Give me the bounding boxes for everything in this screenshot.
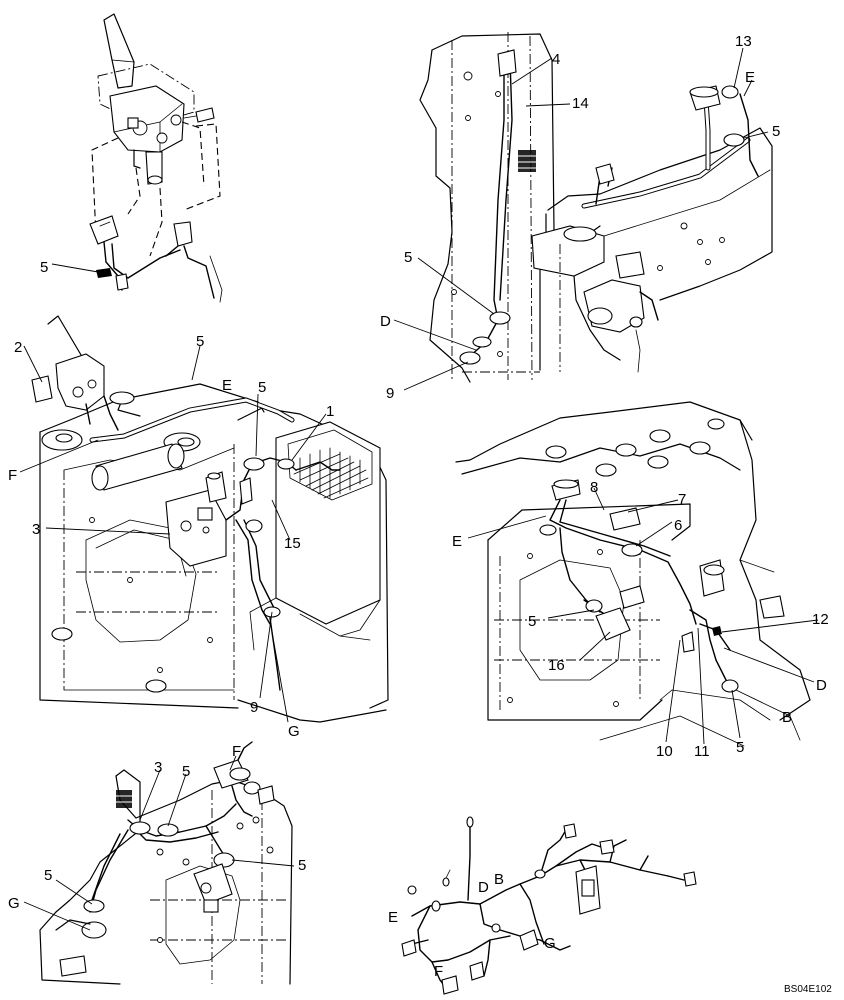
callout-5: 5 — [196, 333, 204, 350]
callout-B: B — [782, 709, 792, 726]
view-lower-frame — [39, 741, 293, 985]
callout-F: F — [434, 963, 443, 980]
callout-5: 5 — [44, 867, 52, 884]
callout-11: 11 — [694, 743, 710, 760]
callout-E: E — [222, 377, 232, 394]
drawing-reference: BS04E102 — [784, 984, 832, 995]
callout-leaders — [19, 47, 819, 931]
callout-E: E — [388, 909, 398, 926]
callout-12: 12 — [812, 611, 829, 628]
callout-G: G — [288, 723, 300, 740]
view-harness-overview — [401, 816, 697, 995]
callout-labels: 5 13 E 4 14 5 5 D 9 2 5 E 5 1 F 3 15 9 G… — [8, 33, 829, 980]
callout-3: 3 — [154, 759, 162, 776]
callout-9: 9 — [250, 699, 258, 716]
callout-5: 5 — [528, 613, 536, 630]
callout-14: 14 — [572, 95, 589, 112]
callout-G: G — [8, 895, 20, 912]
callout-5: 5 — [182, 763, 190, 780]
callout-5: 5 — [772, 123, 780, 140]
callout-E: E — [745, 69, 755, 86]
callout-10: 10 — [656, 743, 673, 760]
callout-D: D — [380, 313, 391, 330]
callout-7: 7 — [678, 491, 686, 508]
callout-3: 3 — [32, 521, 40, 538]
view-frame-right — [419, 32, 773, 383]
callout-5: 5 — [404, 249, 412, 266]
view-valve-detail — [89, 13, 223, 303]
callout-2: 2 — [14, 339, 22, 356]
callout-G: G — [544, 935, 556, 952]
callout-5: 5 — [736, 739, 744, 756]
callout-5: 5 — [298, 857, 306, 874]
callout-D: D — [816, 677, 827, 694]
callout-15: 15 — [284, 535, 301, 552]
callout-D: D — [478, 879, 489, 896]
callout-6: 6 — [674, 517, 682, 534]
callout-8: 8 — [590, 479, 598, 496]
callout-9: 9 — [386, 385, 394, 402]
callout-F: F — [8, 467, 17, 484]
callout-1: 1 — [326, 403, 334, 420]
callout-F: F — [232, 743, 241, 760]
callout-4: 4 — [552, 51, 560, 68]
callout-13: 13 — [735, 33, 752, 50]
callout-5: 5 — [40, 259, 48, 276]
view-main-frame — [31, 315, 389, 723]
callout-5: 5 — [258, 379, 266, 396]
callout-16: 16 — [548, 657, 565, 674]
callout-E: E — [452, 533, 462, 550]
callout-B: B — [494, 871, 504, 888]
view-engine-block — [455, 401, 811, 747]
